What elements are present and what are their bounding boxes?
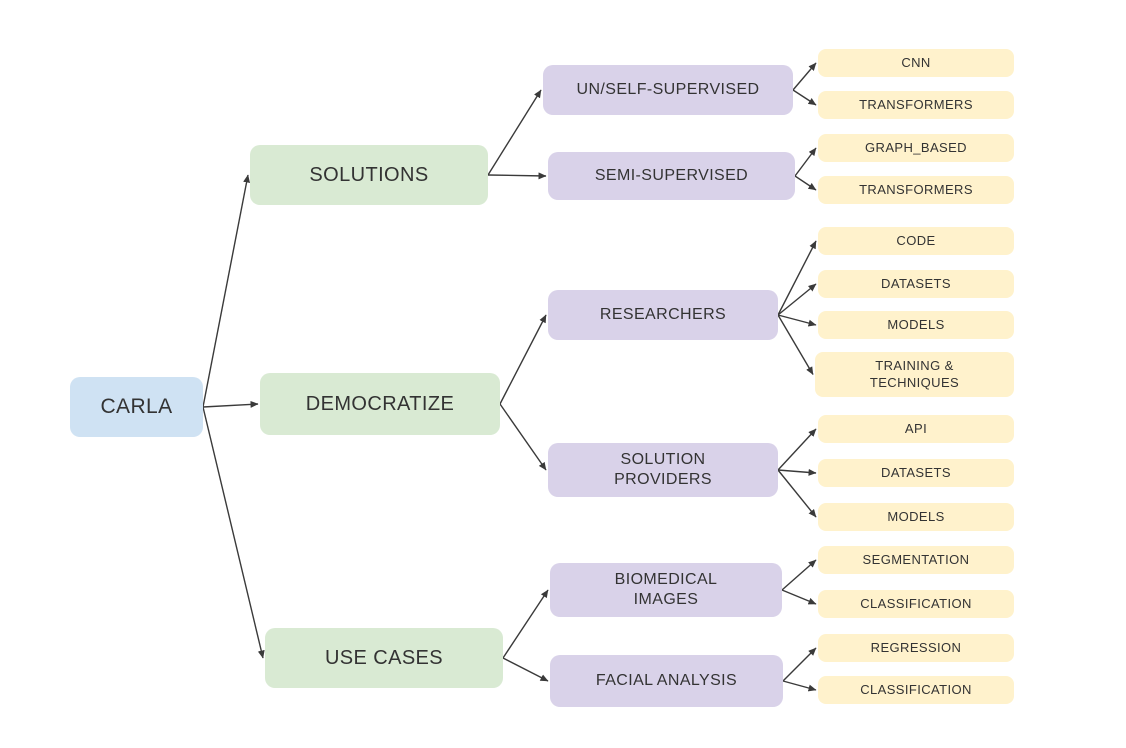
node-classification-1: CLASSIFICATION xyxy=(818,590,1014,618)
node-api: API xyxy=(818,415,1014,443)
node-label: TRANSFORMERS xyxy=(859,96,973,112)
node-use-cases: USE CASES xyxy=(265,628,503,688)
node-solutions: SOLUTIONS xyxy=(250,145,488,205)
node-label: SEMI-SUPERVISED xyxy=(594,167,749,184)
node-label: USE CASES xyxy=(324,646,444,669)
node-solution-providers: SOLUTION PROVIDERS xyxy=(548,443,778,497)
node-datasets-1: DATASETS xyxy=(818,270,1014,298)
node-label: CLASSIFICATION xyxy=(860,681,972,697)
node-segmentation: SEGMENTATION xyxy=(818,546,1014,574)
node-classification-2: CLASSIFICATION xyxy=(818,676,1014,704)
node-label: DATASETS xyxy=(881,464,951,480)
node-label: FACIAL ANALYSIS xyxy=(595,672,738,689)
node-label: RESEARCHERS xyxy=(599,306,727,323)
node-carla: CARLA xyxy=(70,377,203,437)
node-un-self-supervised: UN/SELF-SUPERVISED xyxy=(543,65,793,115)
node-datasets-2: DATASETS xyxy=(818,459,1014,487)
node-label: SOLUTION PROVIDERS xyxy=(614,451,712,488)
node-researchers: RESEARCHERS xyxy=(548,290,778,340)
node-label: CLASSIFICATION xyxy=(860,595,972,611)
node-label: TRANSFORMERS xyxy=(859,181,973,197)
node-cnn: CNN xyxy=(818,49,1014,77)
node-label: SOLUTIONS xyxy=(309,163,429,186)
node-transformers-1: TRANSFORMERS xyxy=(818,91,1014,119)
node-label: UN/SELF-SUPERVISED xyxy=(576,81,760,98)
node-training-techniques: TRAINING & TECHNIQUES xyxy=(815,352,1014,397)
node-label: MODELS xyxy=(887,316,945,332)
node-graph-based: GRAPH_BASED xyxy=(818,134,1014,162)
node-label: TRAINING & TECHNIQUES xyxy=(869,358,960,390)
node-label: DEMOCRATIZE xyxy=(305,392,455,415)
node-label: REGRESSION xyxy=(870,639,962,655)
node-models-1: MODELS xyxy=(818,311,1014,339)
node-label: SEGMENTATION xyxy=(862,551,970,567)
node-biomedical-images: BIOMEDICAL IMAGES xyxy=(550,563,782,617)
node-semi-supervised: SEMI-SUPERVISED xyxy=(548,152,795,200)
node-label: API xyxy=(904,420,928,436)
node-label: CARLA xyxy=(100,394,173,418)
node-label: BIOMEDICAL IMAGES xyxy=(614,571,718,608)
node-democratize: DEMOCRATIZE xyxy=(260,373,500,435)
node-models-2: MODELS xyxy=(818,503,1014,531)
node-transformers-2: TRANSFORMERS xyxy=(818,176,1014,204)
node-code: CODE xyxy=(818,227,1014,255)
node-label: DATASETS xyxy=(881,275,951,291)
node-label: CODE xyxy=(896,232,936,248)
node-label: MODELS xyxy=(887,508,945,524)
node-facial-analysis: FACIAL ANALYSIS xyxy=(550,655,783,707)
node-regression: REGRESSION xyxy=(818,634,1014,662)
node-label: GRAPH_BASED xyxy=(865,139,967,155)
node-label: CNN xyxy=(901,54,931,70)
